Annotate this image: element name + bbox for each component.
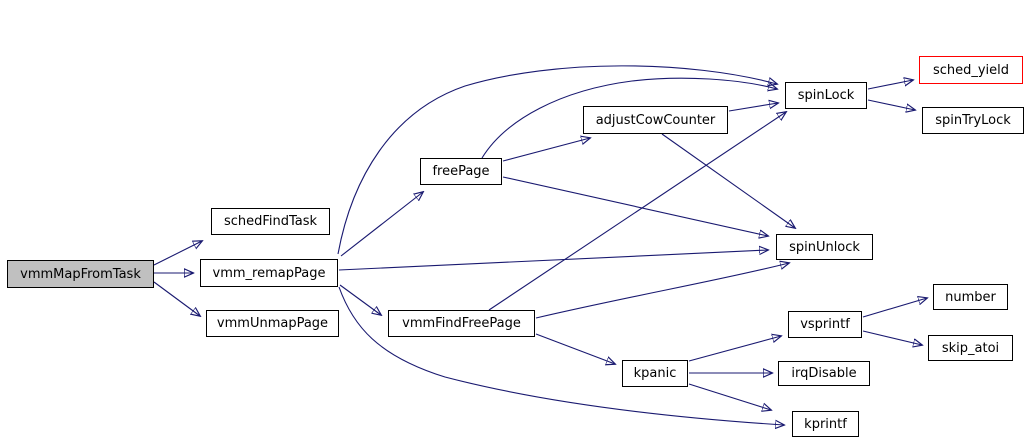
edge-vmm_remapPage-kprintf [338,286,784,425]
edge-kpanic-kprintf [688,383,771,410]
node-vsprintf[interactable]: vsprintf [788,311,862,338]
node-vmm_remapPage[interactable]: vmm_remapPage [200,259,338,287]
node-number[interactable]: number [933,284,1008,310]
edge-vmmFindFreePage-spinUnlock [535,263,789,319]
node-adjustCowCounter[interactable]: adjustCowCounter [583,106,728,134]
node-kpanic[interactable]: kpanic [622,360,688,387]
edge-adjustCowCounter-spinUnlock [661,133,795,228]
node-freePage[interactable]: freePage [420,158,502,185]
edge-freePage-adjustCowCounter [502,138,590,162]
node-schedFindTask[interactable]: schedFindTask [211,208,330,235]
edge-vmmFindFreePage-kpanic [535,333,615,364]
edge-vsprintf-number [862,298,927,318]
edge-spinLock-spinTryLock [867,99,915,110]
edge-adjustCowCounter-spinLock [728,103,778,112]
edge-vmmMapFromTask-vmmUnmapPage [153,281,200,316]
node-skip_atoi[interactable]: skip_atoi [928,335,1013,361]
node-spinLock[interactable]: spinLock [785,82,867,109]
edge-freePage-spinLock [481,77,777,159]
node-spinUnlock[interactable]: spinUnlock [776,234,873,260]
edge-vmmMapFromTask-schedFindTask [153,241,202,266]
node-spinTryLock[interactable]: spinTryLock [922,107,1024,134]
edge-vmm_remapPage-freePage [340,192,423,257]
edge-freePage-spinUnlock [502,176,768,236]
edge-vsprintf-skip_atoi [862,330,922,345]
edge-kpanic-vsprintf [688,336,781,362]
node-vmmMapFromTask[interactable]: vmmMapFromTask [7,260,154,288]
edge-vmmFindFreePage-spinLock [488,112,786,311]
edge-vmm_remapPage-spinLock [337,65,777,255]
node-irqDisable[interactable]: irqDisable [778,361,870,386]
node-vmmFindFreePage[interactable]: vmmFindFreePage [388,310,535,337]
edge-vmm_remapPage-spinUnlock [338,250,768,271]
edge-vmm_remapPage-vmmFindFreePage [339,284,381,315]
node-kprintf[interactable]: kprintf [792,411,859,437]
node-vmmUnmapPage[interactable]: vmmUnmapPage [206,310,339,337]
node-sched_yield[interactable]: sched_yield [919,56,1023,84]
edge-spinLock-sched_yield [867,80,913,90]
